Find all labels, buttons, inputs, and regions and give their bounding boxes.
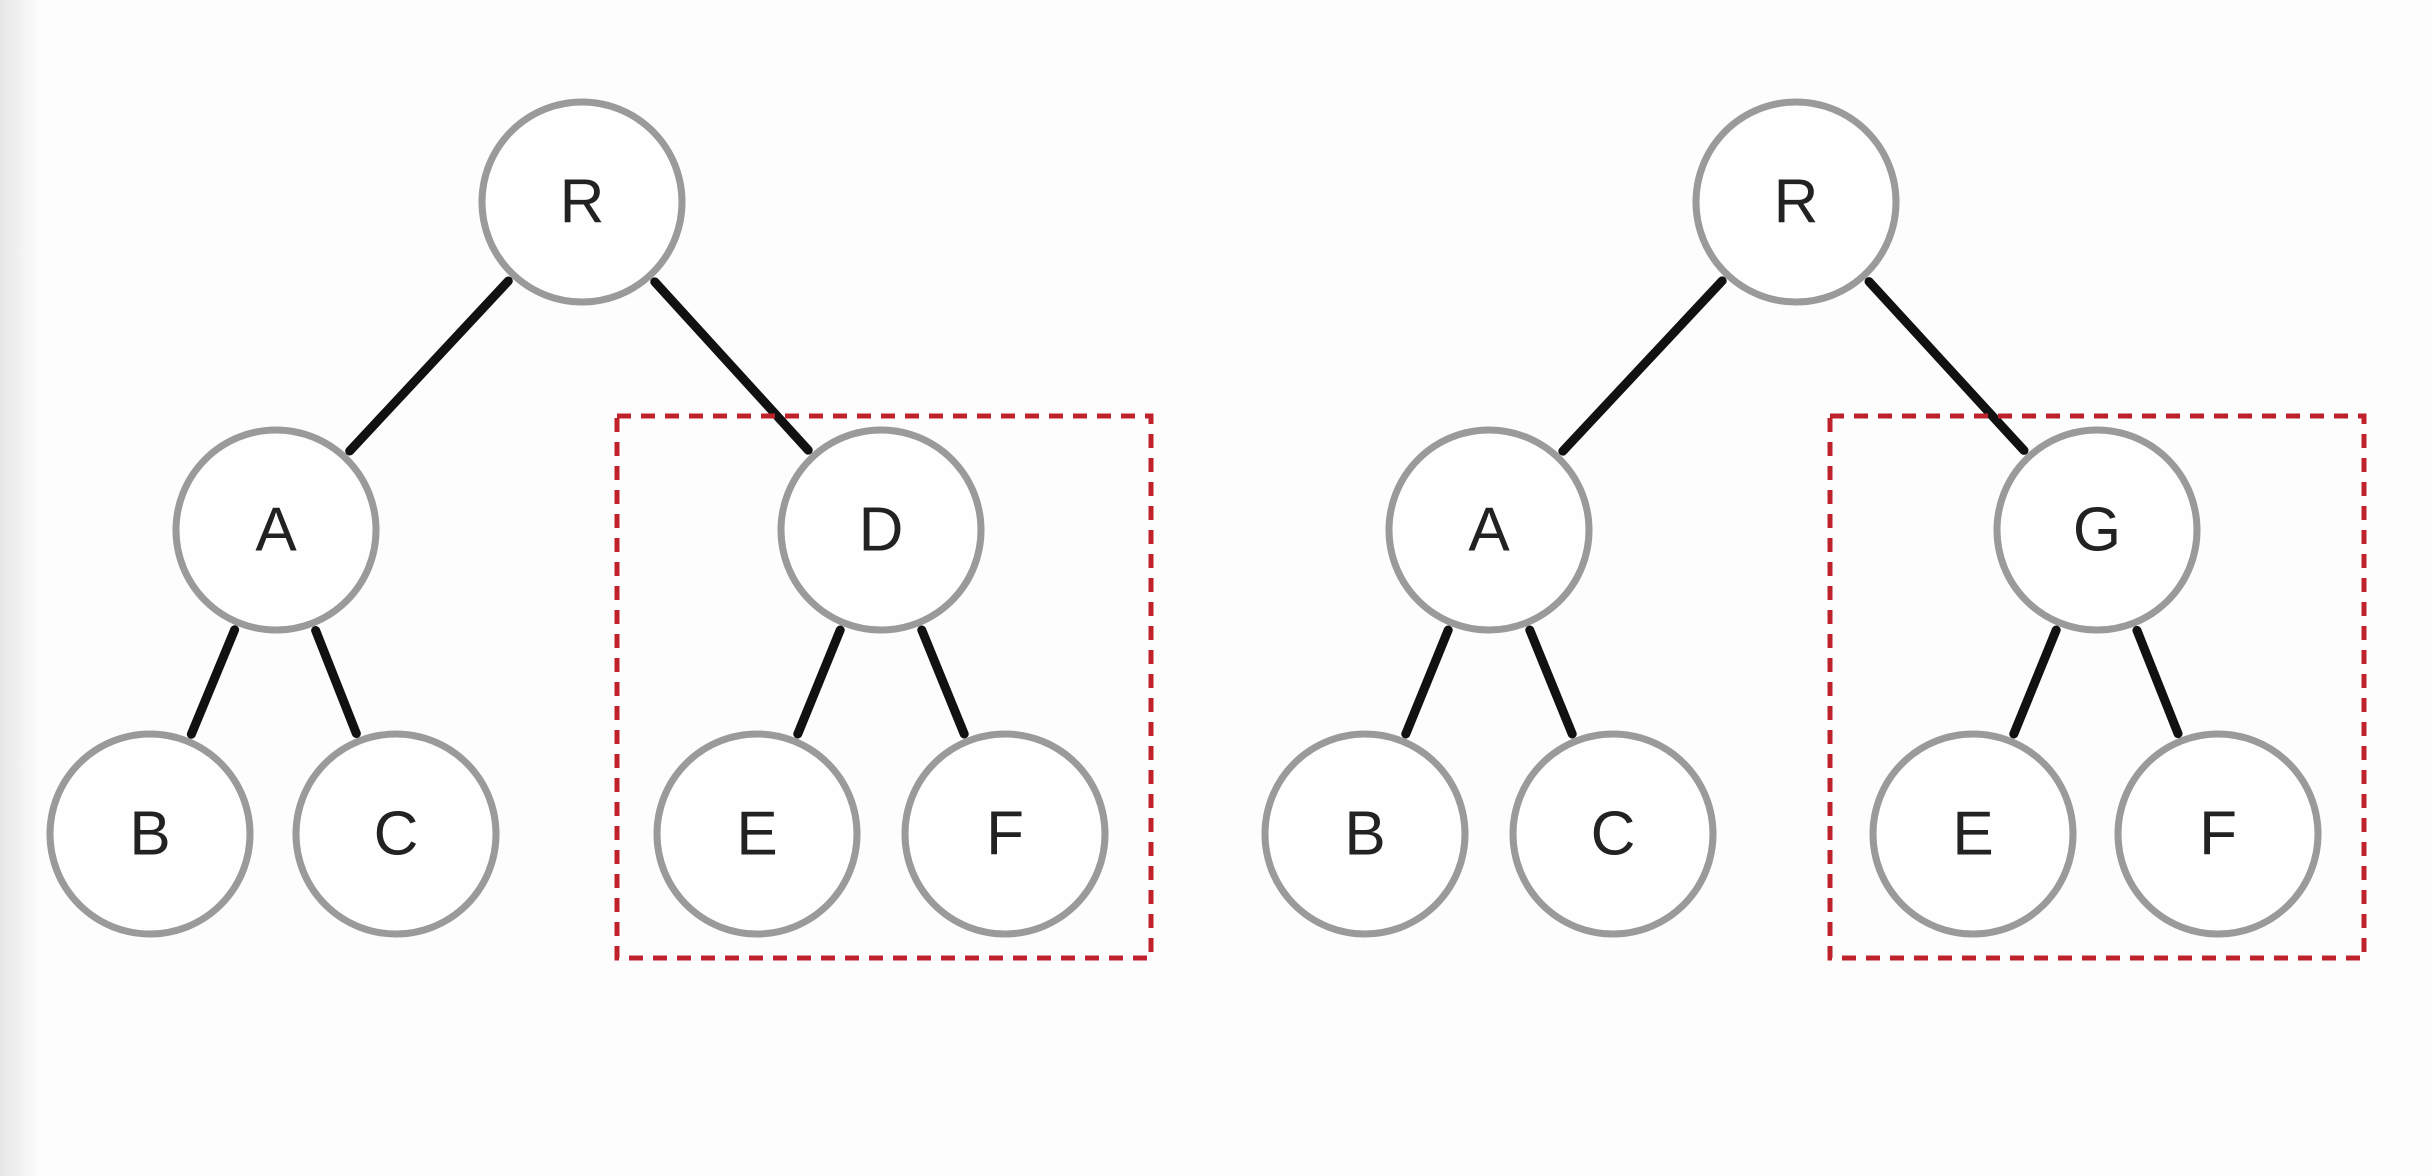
- edge-R-A: [1558, 276, 1727, 456]
- edge-D-E: [793, 625, 845, 739]
- node-A: A: [1385, 426, 1593, 634]
- node-label: R: [560, 168, 605, 237]
- node-label: A: [1468, 496, 1510, 565]
- edge-A-C: [311, 625, 361, 739]
- edge-R-D: [650, 277, 813, 455]
- node-label: F: [2199, 800, 2237, 869]
- node-R: R: [1692, 98, 1900, 306]
- edge-R-G: [1864, 277, 2029, 455]
- original-tree: R A D B C E F: [46, 98, 1154, 961]
- node-label: E: [1952, 800, 1993, 869]
- node-B: B: [46, 730, 254, 938]
- highlighted-subtree-box: [614, 413, 1154, 961]
- node-C: C: [1509, 730, 1717, 938]
- highlighted-subtree-box: [1827, 413, 2367, 961]
- node-F: F: [2114, 730, 2322, 938]
- node-label: R: [1774, 168, 1819, 237]
- node-label: A: [255, 496, 297, 565]
- node-F: F: [901, 730, 1109, 938]
- edge-A-B: [1401, 625, 1453, 739]
- edge-D-F: [917, 625, 969, 739]
- node-D: D: [777, 426, 985, 634]
- node-B: B: [1261, 730, 1469, 938]
- edge-A-B: [186, 625, 240, 739]
- node-label: F: [986, 800, 1024, 869]
- node-G: G: [1993, 426, 2201, 634]
- edge-G-E: [2009, 625, 2061, 739]
- node-label: G: [2073, 496, 2121, 565]
- edge-R-A: [345, 276, 513, 456]
- node-label: C: [374, 800, 419, 869]
- left-edge-shade: [0, 0, 40, 1176]
- node-E: E: [653, 730, 861, 938]
- node-label: B: [129, 800, 170, 869]
- node-E: E: [1869, 730, 2077, 938]
- node-label: C: [1591, 800, 1636, 869]
- node-label: E: [736, 800, 777, 869]
- modified-tree: R A G B C E F: [1261, 98, 2367, 961]
- node-A: A: [172, 426, 380, 634]
- node-label: B: [1344, 800, 1385, 869]
- edge-G-F: [2132, 625, 2183, 739]
- node-C: C: [292, 730, 500, 938]
- edge-A-C: [1525, 625, 1577, 739]
- node-R: R: [478, 98, 686, 306]
- node-label: D: [859, 496, 904, 565]
